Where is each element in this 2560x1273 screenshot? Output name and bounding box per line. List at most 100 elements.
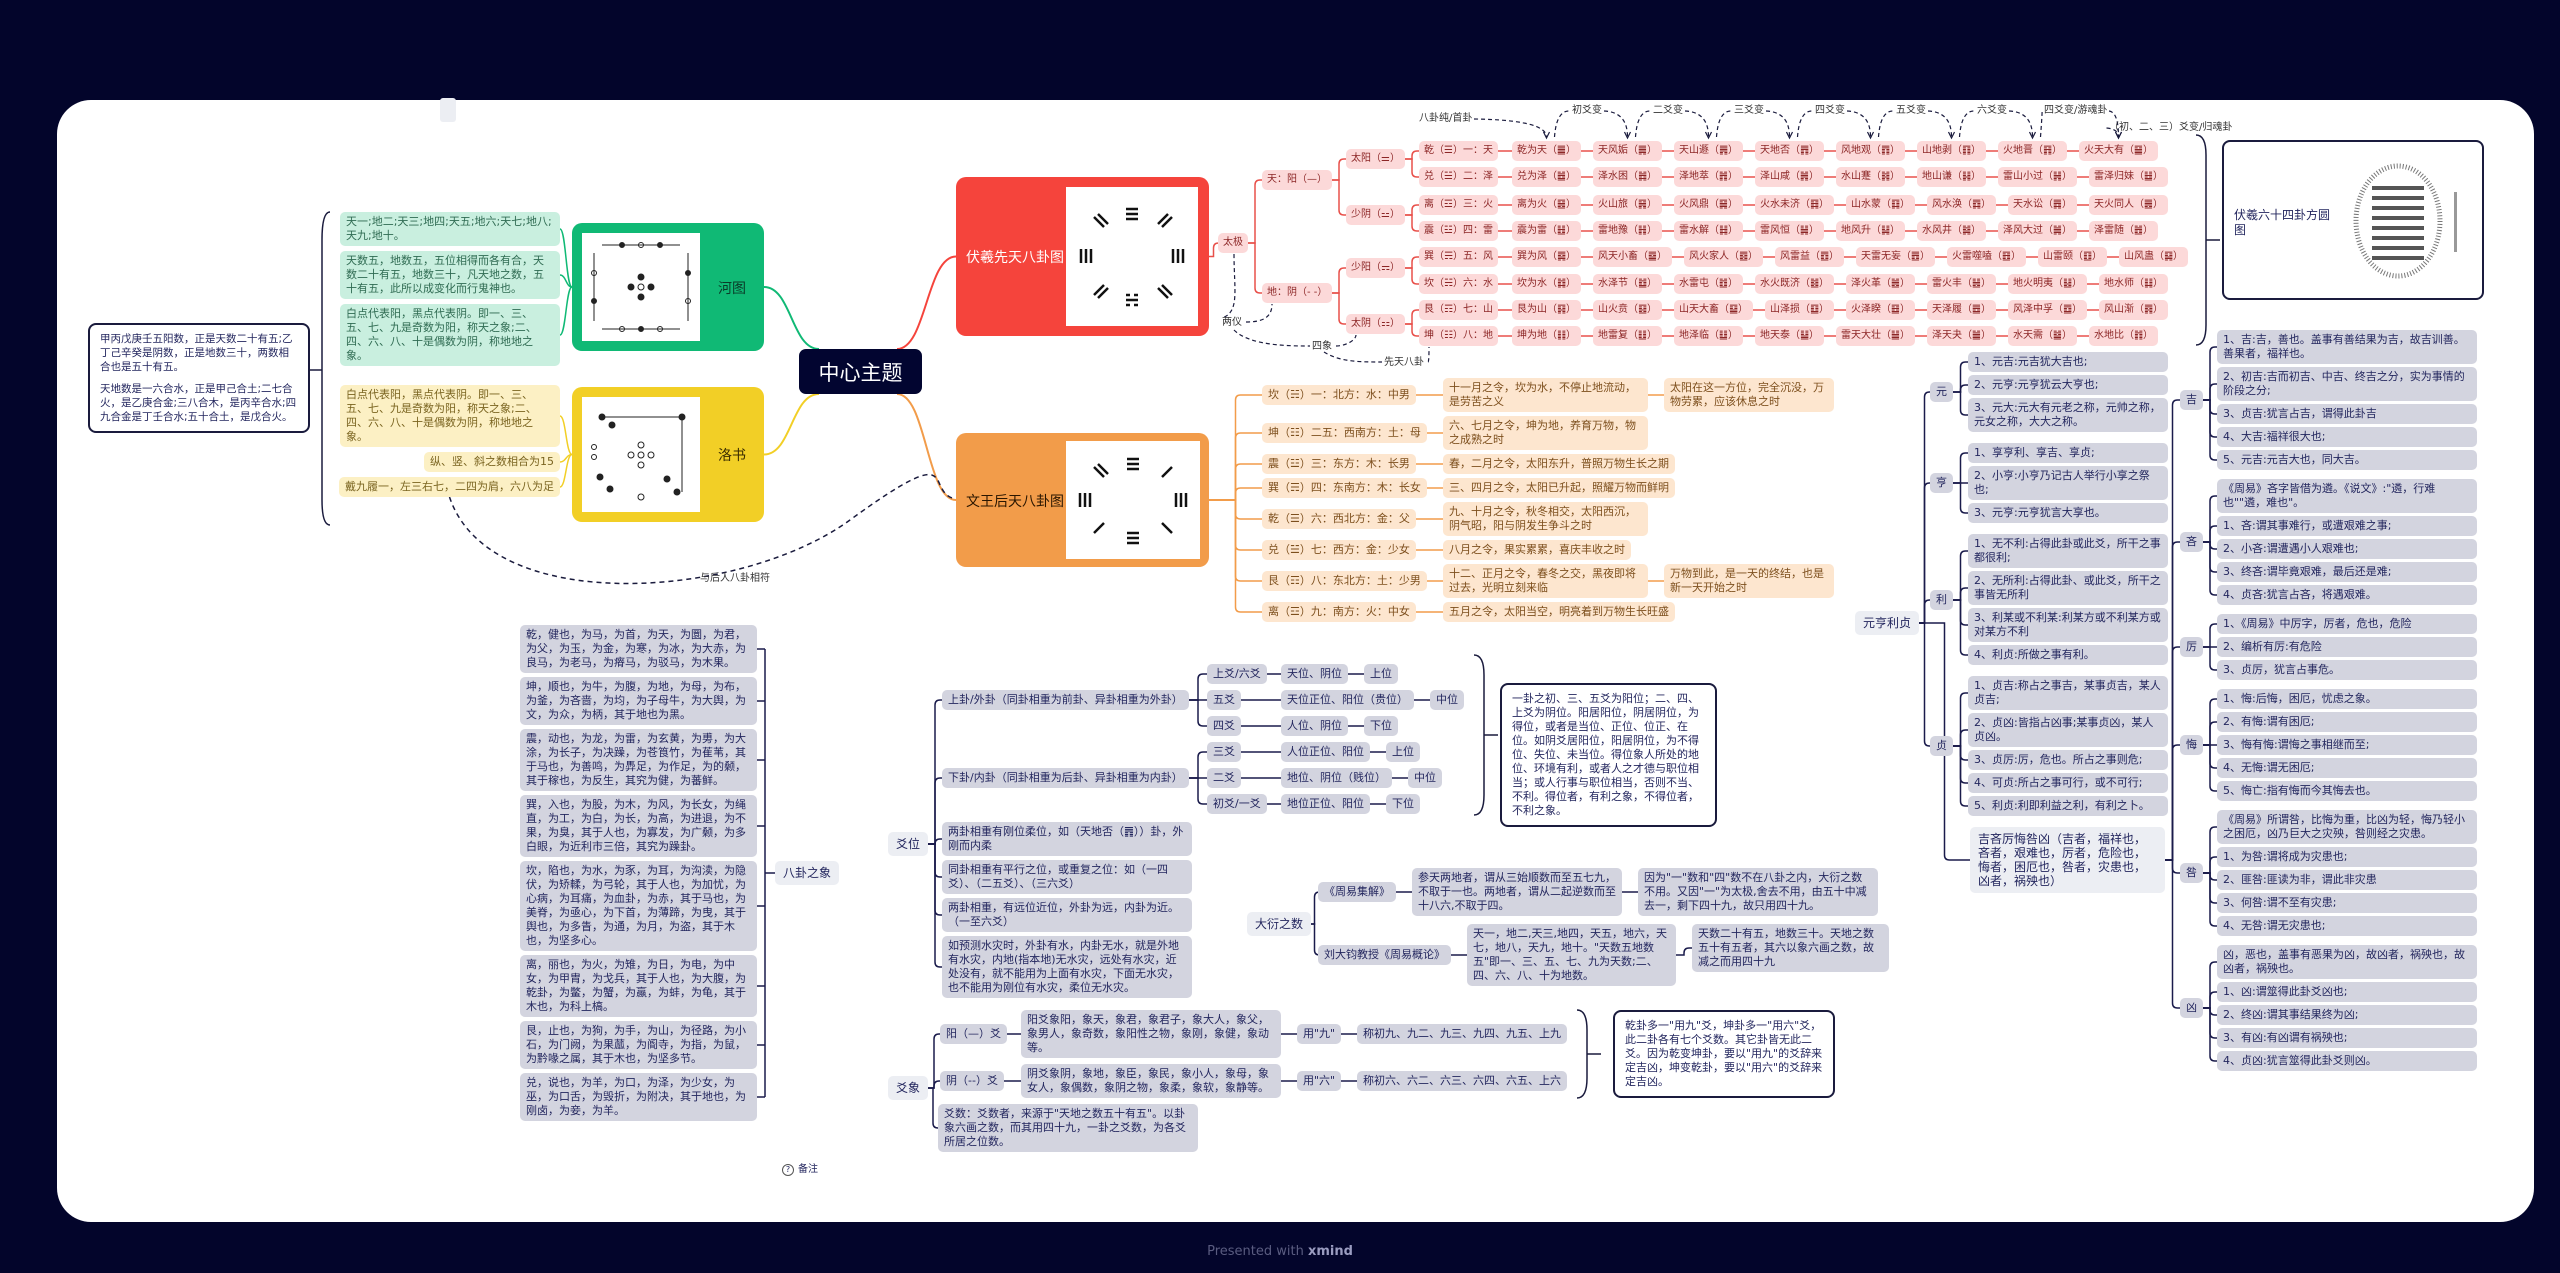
dayan-label[interactable]: 大衍之数 [1247, 912, 1312, 936]
variation-arrow-label[interactable]: 五爻变 [1896, 105, 1926, 116]
wenwang-trigram-node[interactable]: 兑（☱）七：西方：金：少女 [1262, 540, 1416, 560]
yaowei-note[interactable]: 如预测水灾时，外卦有水，内卦无水，就是外地有水灾，内地(指本地)无水灾，远处有水… [942, 936, 1192, 998]
hexagram-node[interactable]: 地水师（䷆） [2099, 274, 2168, 294]
yuanheng-key-node[interactable]: 亨 [1930, 473, 1953, 493]
central-topic[interactable]: 中心主题 [799, 349, 922, 394]
dayan-text[interactable]: 因为"一"数和"四"数不在八卦之内，大衍之数不用。又因"一"为太极,舍去不用，由… [1638, 868, 1878, 916]
yaowei-note[interactable]: 同卦相重有平行之位，或重复之位：如（一四爻）、（二五爻）、（三六爻） [942, 860, 1192, 894]
yuanheng-key-node[interactable]: 贞 [1930, 736, 1953, 756]
wenwang-desc-node[interactable]: 三、四月之令，太阳已升起，照耀万物而鲜明 [1443, 478, 1675, 498]
yin-yao-desc[interactable]: 阴爻象阴，象地，象臣，象民，象小人，象母，象女人，象偶数，象阴之物，象柔，象软，… [1021, 1064, 1281, 1098]
hexagram-node[interactable]: 水雷屯（䷂） [1674, 274, 1743, 294]
liangyi-label[interactable]: 两仪 [1222, 317, 1242, 328]
jixiong-item[interactable]: 3、贞厉，犹言占事危。 [2217, 660, 2477, 680]
yao-node[interactable]: 五爻 [1207, 690, 1241, 710]
hexagram-node[interactable]: 天风姤（䷫） [1593, 141, 1662, 161]
hexagram-node[interactable]: 巽为风（䷸） [1512, 247, 1581, 267]
yao-position-node[interactable]: 天位、阴位 [1281, 664, 1348, 684]
yin-yao-node[interactable]: 阴（--）爻 [940, 1071, 1004, 1091]
trigram-image-note[interactable]: 艮，止也，为狗，为手，为山，为径路，为小石，为门阙，为果蓏，为阍寺，为指，为鼠，… [520, 1021, 757, 1069]
variation-arrow-label[interactable]: 八卦纯/首卦 [1419, 113, 1473, 124]
variation-arrow-label[interactable]: 六爻变 [1977, 105, 2007, 116]
yuanhenglizhen-label[interactable]: 元亨利贞 [1855, 611, 1920, 635]
hexagram-node[interactable]: 离为火（䷝） [1512, 195, 1581, 215]
hexagram-node[interactable]: 风火家人（䷤） [1684, 247, 1763, 267]
yang-names-node[interactable]: 称初九、九二、九三、九四、九五、上九 [1357, 1024, 1567, 1044]
relation-label[interactable]: 与后人八卦相符 [700, 573, 770, 584]
wenwang-desc-node[interactable]: 九、十月之令，秋冬相交，太阳西沉，阴气昭，阳与阴发生争斗之时 [1443, 502, 1648, 536]
yao-position-node[interactable]: 地位正位、阳位 [1281, 794, 1370, 814]
hexagram-node[interactable]: 艮为山（䷳） [1512, 300, 1581, 320]
jixiong-item[interactable]: 1、凶:谓筮得此卦爻凶也; [2217, 982, 2477, 1002]
hexagram-node[interactable]: 山水蒙（䷃） [1846, 195, 1915, 215]
upper-trigram-node[interactable]: 上卦/外卦（同卦相重为前卦、异卦相重为外卦） [942, 690, 1189, 710]
yao-level-node[interactable]: 中位 [1430, 690, 1464, 710]
hexagram-node[interactable]: 水天需（䷄） [2008, 326, 2077, 346]
hexagram-node[interactable]: 天山遯（䷠） [1674, 141, 1743, 161]
variation-arrow-label[interactable]: 三爻变 [1734, 105, 1764, 116]
left-note-box[interactable]: 甲丙戊庚壬五阳数，正是天数二十有五;乙丁己辛癸是阴数，正是地数三十，两数相合也是… [88, 323, 310, 433]
trigram-node[interactable]: 艮（☶）七：山 [1419, 300, 1498, 320]
jixiong-item[interactable]: 3、终吝:谓毕竟艰难，最后还是难; [2217, 562, 2477, 582]
footer-brand[interactable]: xmind [1307, 1244, 1353, 1259]
jixiong-key-node[interactable]: 吉 [2180, 390, 2203, 410]
yuanheng-item[interactable]: 1、元吉:元吉犹大吉也; [1968, 352, 2168, 372]
hetu-topic[interactable]: 河图 [572, 223, 764, 351]
jixiong-key-node[interactable]: 悔 [2180, 735, 2203, 755]
hexagram-node[interactable]: 泽火革（䷰） [1846, 274, 1915, 294]
hexagram-node[interactable]: 地天泰（䷊） [1755, 326, 1824, 346]
luoshu-topic[interactable]: 洛书 [572, 387, 764, 522]
yao-position-node[interactable]: 人位、阴位 [1281, 716, 1348, 736]
wenwang-trigram-node[interactable]: 离（☲）九：南方：火：中女 [1262, 602, 1416, 622]
yao-level-node[interactable]: 中位 [1408, 768, 1442, 788]
jixiong-item[interactable]: 4、贞吝:犹言占吝，将遇艰难。 [2217, 585, 2477, 605]
hexagram-node[interactable]: 水山蹇（䷦） [1836, 167, 1905, 187]
xiantian-label[interactable]: 先天八卦 [1384, 357, 1424, 368]
trigram-node[interactable]: 巽（☴）五：风 [1419, 247, 1498, 267]
variation-arrow-label[interactable]: （初、二、三）爻变/归魂卦 [2109, 122, 2233, 133]
wenwang-trigram-node[interactable]: 巽（☴）四：东南方：木：长女 [1262, 478, 1427, 498]
trigram-node[interactable]: 坤（☷）八：地 [1419, 326, 1498, 346]
hexagram-node[interactable]: 风水涣（䷺） [1927, 195, 1996, 215]
hexagram-node[interactable]: 火风鼎（䷱） [1674, 195, 1743, 215]
hexagram-node[interactable]: 水地比（䷇） [2089, 326, 2158, 346]
trigram-image-note[interactable]: 兑，说也，为羊，为口，为泽，为少女，为巫，为口舌，为毁折，为附决，其于地也，为刚… [520, 1073, 757, 1121]
hexagram-node[interactable]: 雷山小过（䷽） [1998, 167, 2077, 187]
wenwang-desc-node[interactable]: 五月之令，太阳当空，明亮着到万物生长旺盛 [1443, 602, 1675, 622]
yao-position-node[interactable]: 地位、阴位（贱位） [1281, 768, 1392, 788]
hexagram-node[interactable]: 风天小畜（䷈） [1593, 247, 1672, 267]
yuanheng-item[interactable]: 2、贞凶:皆指占凶事;某事贞凶，某人贞凶。 [1968, 713, 2168, 747]
jixiong-item[interactable]: 2、初吉:吉而初吉、中吉、终吉之分，实为事情的阶段之分; [2217, 367, 2477, 401]
jixiong-item[interactable]: 凶，恶也，盖事有恶果为凶，故凶者，祸殃也，故凶者，祸殃也。 [2217, 945, 2477, 979]
yaowei-label[interactable]: 爻位 [888, 832, 929, 856]
trigram-image-note[interactable]: 乾，健也，为马，为首，为天，为圜，为君，为父，为玉，为金，为寒，为冰，为大赤，为… [520, 625, 757, 673]
hexagram-node[interactable]: 水火既济（䷾） [1755, 274, 1834, 294]
luoshu-note[interactable]: 戴九履一，左三右七，二四为肩，六八为足 [339, 477, 560, 497]
yuanheng-item[interactable]: 4、利贞:所做之事有利。 [1968, 645, 2168, 665]
hexagram-node[interactable]: 山雷颐（䷚） [2038, 247, 2107, 267]
hexagram-node[interactable]: 乾为天（䷀） [1512, 141, 1581, 161]
yaowei-note[interactable]: 两卦相重，有远位近位，外卦为远，内卦为近。（一至六爻） [942, 898, 1192, 932]
yuanheng-item[interactable]: 3、利某或不利某:利某方或不利某方或对某方不利 [1968, 608, 2168, 642]
wenwang-extra-node[interactable]: 万物到此，是一天的终结，也是新一天开始之时 [1664, 564, 1834, 598]
hexagram-node[interactable]: 火山旅（䷷） [1593, 195, 1662, 215]
yin-names-node[interactable]: 称初六、六二、六三、六四、六五、上六 [1357, 1071, 1567, 1091]
yao-count-node[interactable]: 爻数：爻数者，来源于"天地之数五十有五"。以卦象六画之数，而其用四十九，一卦之爻… [938, 1104, 1198, 1152]
hexagram-node[interactable]: 天雷无妄（䷘） [1856, 247, 1935, 267]
trigram-image-note[interactable]: 离，丽也，为火，为雉，为日，为电，为中女，为甲胄，为戈兵，其于人也，为大腹，为乾… [520, 955, 757, 1017]
hexagram-node[interactable]: 泽山咸（䷞） [1755, 167, 1824, 187]
hexagram-node[interactable]: 风雷益（䷩） [1775, 247, 1844, 267]
yuanheng-item[interactable]: 2、小亨:小亨乃记古人举行小享之祭也; [1968, 466, 2168, 500]
sheet-tab[interactable] [440, 98, 456, 122]
hexagram-node[interactable]: 地泽临（䷒） [1674, 326, 1743, 346]
baguazhixiang-label[interactable]: 八卦之象 [775, 861, 840, 885]
hexagram-node[interactable]: 火雷噬嗑（䷔） [1947, 247, 2026, 267]
yaowei-summary-note[interactable]: 一卦之初、三、五爻为阳位；二、四、上爻为阴位。阳居阳位，阴居阴位，为得位，或者是… [1500, 683, 1717, 827]
wenwang-desc-node[interactable]: 六、七月之令，坤为地，养育万物，物之成熟之时 [1443, 416, 1648, 450]
hexagram-node[interactable]: 雷泽归妹（䷵） [2089, 167, 2168, 187]
taiji-node[interactable]: 太极 [1218, 233, 1248, 253]
jixiong-item[interactable]: 1、悔:后悔，困厄，忧虑之象。 [2217, 689, 2477, 709]
jixiong-item[interactable]: 《周易》所谓咎，比悔为重，比凶为轻，悔乃轻小之困厄，凶乃巨大之灾殃，咎则经之灾患… [2217, 810, 2477, 844]
hexagram-node[interactable]: 山天大畜（䷙） [1674, 300, 1753, 320]
yao-position-node[interactable]: 人位正位、阳位 [1281, 742, 1370, 762]
